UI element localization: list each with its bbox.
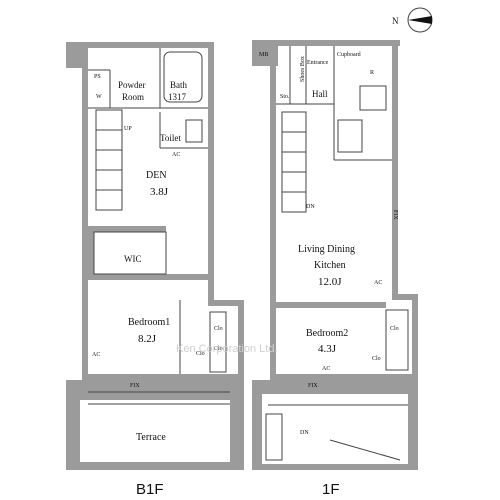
b1f-interior-lines — [88, 48, 230, 405]
label-clo-d: Clo — [390, 326, 399, 332]
label-clo-e: Clo — [372, 356, 381, 362]
1f-interior-lines — [265, 46, 409, 461]
north-compass: N — [392, 7, 433, 33]
label-living-dining: Living Dining — [298, 244, 355, 255]
label-dn-balcony: DN — [300, 430, 309, 436]
label-bedroom2-size: 4.3J — [318, 343, 337, 355]
floor-label-1f: 1F — [322, 481, 340, 498]
label-fix-1f: FIX — [308, 383, 318, 389]
label-fix-side: FIX — [392, 210, 398, 220]
label-ac-bedroom2: AC — [322, 366, 330, 372]
label-wic: WIC — [124, 254, 142, 264]
label-bath: Bath — [170, 80, 187, 90]
label-ps: PS — [94, 74, 101, 80]
label-clo-b: Clo — [214, 346, 223, 352]
1f-walls — [252, 40, 418, 470]
label-ac-ldk: AC — [374, 280, 382, 286]
label-entrance: Entrance — [307, 60, 329, 66]
label-shoes-box: Shoes Box — [300, 56, 306, 82]
label-clo-c: Clo — [196, 351, 205, 357]
compass-n-label: N — [392, 16, 399, 26]
label-dn-stair: DN — [306, 204, 315, 210]
label-fix-b1f: FIX — [130, 383, 140, 389]
label-ldk-size: 12.0J — [318, 276, 342, 288]
label-sto: Sto. — [280, 94, 290, 100]
label-mb: MB — [259, 52, 268, 58]
label-terrace: Terrace — [136, 432, 166, 443]
label-w: W — [96, 94, 102, 100]
b1f-plan: PS W Powder Room Bath 1317 UP Toilet AC … — [66, 42, 244, 498]
label-bedroom1: Bedroom1 — [128, 317, 170, 328]
label-cupboard: Cupboard — [337, 52, 361, 58]
label-den: DEN — [146, 170, 167, 181]
label-ac-toilet: AC — [172, 152, 180, 158]
label-bedroom2: Bedroom2 — [306, 328, 348, 339]
label-bedroom1-size: 8.2J — [138, 333, 157, 345]
watermark: Ken Corporation Ltd. — [176, 343, 278, 355]
label-powder-room-2: Room — [122, 92, 144, 102]
label-powder-room-1: Powder — [118, 80, 146, 90]
label-bath-size: 1317 — [168, 92, 187, 102]
label-toilet: Toilet — [160, 133, 181, 143]
b1f-walls — [66, 42, 244, 470]
label-ac-bedroom1: AC — [92, 352, 100, 358]
label-den-size: 3.8J — [150, 186, 169, 198]
label-clo-a: Clo — [214, 326, 223, 332]
label-r: R — [370, 70, 374, 76]
1f-plan: N MB Shoes Box Entrance Cupboard R Sto. … — [252, 7, 433, 498]
label-up: UP — [124, 126, 132, 132]
label-kitchen: Kitchen — [314, 260, 346, 271]
floor-label-b1f: B1F — [136, 481, 164, 498]
label-hall: Hall — [312, 89, 328, 99]
